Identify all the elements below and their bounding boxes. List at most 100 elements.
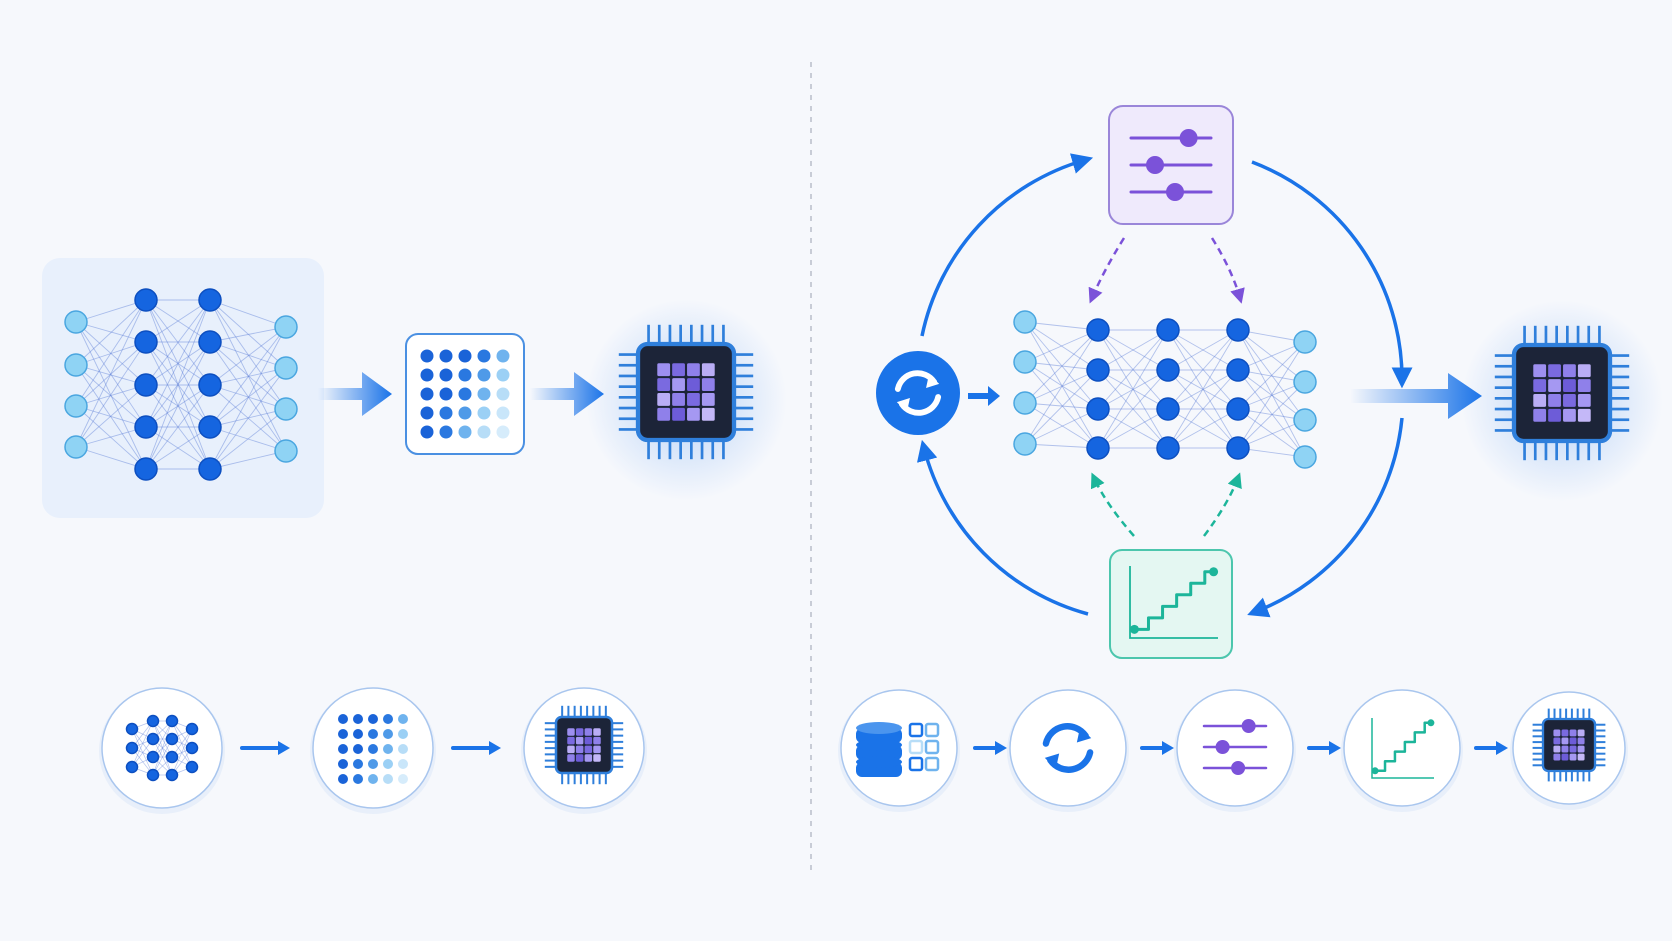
chip-cell xyxy=(687,407,700,421)
chip-cell xyxy=(1561,729,1569,737)
network-node xyxy=(274,315,298,339)
chip-cell xyxy=(584,745,593,754)
chip-cell xyxy=(1561,745,1569,753)
chip-cell xyxy=(1561,737,1569,745)
chip-cell xyxy=(1569,745,1577,753)
network-node xyxy=(165,768,179,782)
matrix-dot xyxy=(353,774,363,784)
chip-cell xyxy=(575,745,584,754)
network-node xyxy=(185,741,199,755)
chip-cell xyxy=(584,736,593,745)
matrix-dot xyxy=(458,406,472,420)
chip-cell xyxy=(1563,364,1576,378)
network-node xyxy=(185,722,199,736)
chip-cell xyxy=(567,745,575,754)
flow-arrow xyxy=(1350,373,1482,419)
network-node xyxy=(1156,397,1180,421)
matrix-dot xyxy=(368,714,378,724)
network-node xyxy=(146,732,160,746)
network-node xyxy=(134,415,158,439)
matrix-dot xyxy=(338,744,348,754)
network-node xyxy=(1156,358,1180,382)
network-node xyxy=(1226,358,1250,382)
network-node xyxy=(198,330,222,354)
dashed-arrow-chart-left xyxy=(1090,472,1135,537)
loop-arrow-top-right xyxy=(1251,160,1413,389)
chip-cell xyxy=(1577,737,1585,745)
network-node xyxy=(134,457,158,481)
neural-network-icon xyxy=(64,288,298,481)
chip-cell xyxy=(1577,729,1585,737)
network-node xyxy=(146,768,160,782)
slider-knob xyxy=(1231,761,1246,775)
matrix-dot xyxy=(383,774,393,784)
ai-chip-icon xyxy=(1461,300,1663,502)
matrix-dot xyxy=(496,406,510,420)
chip-cell xyxy=(584,754,593,762)
chip-cell xyxy=(1548,379,1561,392)
matrix-dot xyxy=(420,387,434,401)
network-node xyxy=(165,714,179,728)
chip-cell xyxy=(687,393,700,406)
matrix-dot xyxy=(398,714,408,724)
chip-cell xyxy=(1553,737,1561,745)
network-node xyxy=(1086,436,1110,460)
chip-cell xyxy=(1561,753,1569,761)
quantized-matrix-icon xyxy=(420,349,510,439)
matrix-dot xyxy=(398,729,408,739)
chip-cell xyxy=(1569,729,1577,737)
network-node xyxy=(1086,318,1110,342)
slider-knob xyxy=(1215,740,1230,754)
chip-cell xyxy=(701,378,715,391)
chip-cell xyxy=(1553,729,1561,737)
matrix-dot xyxy=(477,387,491,401)
chip-cell xyxy=(1553,753,1561,761)
matrix-dot xyxy=(477,406,491,420)
dashed-arrow-tuner-left xyxy=(1088,237,1126,304)
chip-cell xyxy=(1577,364,1591,378)
pipeline-network-badge xyxy=(101,687,223,809)
dashed-arrow-tuner-right xyxy=(1210,237,1245,304)
chip-cell xyxy=(575,728,584,736)
chip-cell xyxy=(1577,408,1591,422)
loop-arrow-bottom-right xyxy=(1247,417,1404,618)
cycle-arrows-icon xyxy=(1022,702,1114,794)
chip-cell xyxy=(1548,364,1561,378)
chip-cell xyxy=(1533,379,1547,392)
quantized-matrix-icon xyxy=(338,714,408,784)
chip-cell xyxy=(1569,737,1577,745)
matrix-dot xyxy=(398,744,408,754)
chip-cell xyxy=(593,728,601,736)
matrix-dot xyxy=(477,425,491,439)
network-node xyxy=(1086,397,1110,421)
network-node xyxy=(64,435,88,459)
flow-arrow xyxy=(318,372,392,416)
chip-cell xyxy=(1533,364,1547,378)
pipeline-chart-badge xyxy=(1343,689,1461,807)
chip-cell xyxy=(1577,394,1591,407)
chip-cell xyxy=(567,754,575,762)
chip-cell xyxy=(672,363,685,377)
matrix-dot xyxy=(439,425,453,439)
chip-cell xyxy=(701,407,715,421)
chip-cell xyxy=(1548,408,1561,422)
slider-knob xyxy=(1146,156,1164,174)
neural-network-icon xyxy=(1013,310,1317,469)
network-node xyxy=(274,397,298,421)
left-pipeline xyxy=(99,687,647,814)
network-node xyxy=(1013,432,1037,456)
chip-cell xyxy=(593,745,601,754)
matrix-dot xyxy=(398,759,408,769)
matrix-dot xyxy=(420,425,434,439)
matrix-dot xyxy=(458,425,472,439)
chip-cell xyxy=(584,728,593,736)
matrix-dot xyxy=(458,349,472,363)
ai-chip-icon xyxy=(1532,708,1606,782)
pipeline-arrow xyxy=(489,741,501,755)
pipeline-arrow xyxy=(995,741,1007,755)
matrix-dot xyxy=(496,387,510,401)
network-node xyxy=(1013,350,1037,374)
pipeline-arrow xyxy=(278,741,290,755)
chip-cell xyxy=(575,736,584,745)
